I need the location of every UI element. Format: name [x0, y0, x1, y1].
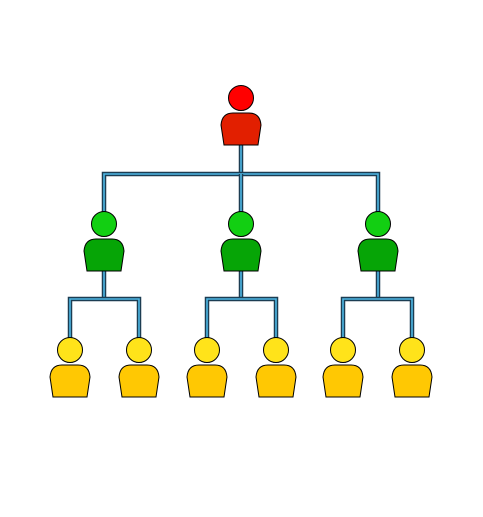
person-bot-6 — [391, 337, 433, 398]
person-body-icon — [391, 364, 433, 398]
person-mid-3 — [357, 211, 399, 272]
person-head-icon — [126, 337, 152, 363]
person-mid-2 — [220, 211, 262, 272]
connector-bus-mid-2-outline — [204, 296, 279, 338]
person-head-icon — [91, 211, 117, 237]
person-bot-1 — [49, 337, 91, 398]
person-head-icon — [399, 337, 425, 363]
person-bot-3 — [186, 337, 228, 398]
connector-bus-mid-1-outline — [67, 296, 142, 338]
person-head-icon — [330, 337, 356, 363]
connector-bus-mid-2 — [206, 298, 277, 338]
person-body-icon — [49, 364, 91, 398]
person-bot-2 — [118, 337, 160, 398]
person-head-icon — [194, 337, 220, 363]
person-body-icon — [322, 364, 364, 398]
person-body-icon — [357, 238, 399, 272]
person-body-icon — [83, 238, 125, 272]
connectors — [67, 145, 415, 338]
connector-bus-mid-3-outline — [340, 296, 415, 338]
person-head-icon — [228, 85, 254, 111]
connector-bus-mid-3 — [342, 298, 413, 338]
connector-bus-mid-1 — [69, 298, 140, 338]
people — [49, 85, 433, 398]
person-body-icon — [118, 364, 160, 398]
person-body-icon — [186, 364, 228, 398]
person-body-icon — [220, 112, 262, 146]
person-head-icon — [365, 211, 391, 237]
person-mid-1 — [83, 211, 125, 272]
person-bot-4 — [255, 337, 297, 398]
person-head-icon — [57, 337, 83, 363]
person-body-icon — [220, 238, 262, 272]
person-head-icon — [263, 337, 289, 363]
person-top-1 — [220, 85, 262, 146]
person-bot-5 — [322, 337, 364, 398]
person-head-icon — [228, 211, 254, 237]
person-body-icon — [255, 364, 297, 398]
